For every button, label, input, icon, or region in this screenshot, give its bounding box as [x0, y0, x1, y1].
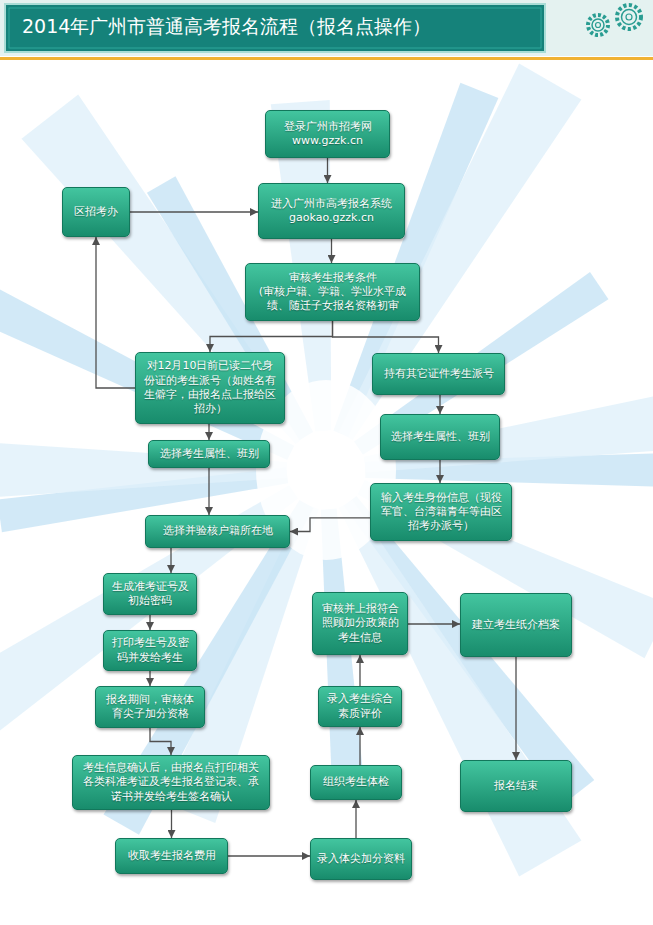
gear-icons — [588, 5, 641, 35]
flow-arrow — [149, 615, 150, 630]
process-box: 登录广州市招考网 www.gzzk.cn — [265, 110, 390, 158]
header-bar — [5, 4, 545, 52]
process-box: 对12月10日前已读二代身份证的考生派号（如姓名有生僻字，由报名点上报给区招办） — [135, 352, 285, 424]
flow-arrow — [208, 424, 209, 440]
gear-body — [592, 19, 604, 31]
box-text: 选择并验核户籍所在地 — [163, 524, 273, 538]
flow-arrow — [331, 239, 332, 263]
box-text: 区招考办 — [74, 205, 118, 219]
flow-arrow — [96, 237, 135, 388]
page-title: 2014年广州市普通高考报名流程（报名点操作） — [22, 13, 431, 39]
flow-arrow — [149, 671, 150, 686]
box-text: 打印考生号及密码并发给考生 — [110, 636, 190, 665]
flow-arrow — [333, 321, 439, 353]
header-rule — [0, 57, 653, 60]
flow-arrow — [439, 460, 440, 483]
process-box: 选择考生属性、班别 — [148, 440, 270, 468]
flow-arrow — [170, 548, 171, 573]
process-box: 选择考生属性、班别 — [380, 414, 500, 460]
box-text: 报名期间，审核体育尖子加分资格 — [102, 693, 198, 722]
ray-burst — [0, 64, 653, 877]
process-box: 区招考办 — [62, 187, 130, 237]
box-text: 收取考生报名费用 — [128, 849, 216, 863]
process-box: 录入考生综合素质评价 — [318, 686, 402, 727]
flow-arrow — [408, 623, 460, 624]
process-box: 报名结束 — [460, 760, 572, 812]
process-box: 输入考生身份信息（现役军官、台湾籍青年等由区招考办派号） — [370, 483, 512, 541]
flow-arrow — [208, 468, 209, 515]
box-text: 生成准考证号及初始密码 — [110, 580, 190, 609]
box-text: 进入广州市高考报名系统 gaokao.gzzk.cn — [265, 197, 398, 226]
flow-arrow — [515, 657, 516, 760]
box-text: 组织考生体检 — [323, 775, 389, 789]
flow-arrow — [150, 728, 171, 755]
flow-arrow — [210, 321, 333, 352]
gear-teeth — [617, 5, 641, 29]
gear-body — [622, 10, 637, 25]
flow-arrow — [355, 800, 356, 838]
gear-hub — [626, 14, 632, 20]
box-text: 录入考生综合素质评价 — [325, 692, 395, 721]
process-box: 审核并上报符合照顾加分政策的考生信息 — [312, 592, 408, 655]
ray — [0, 485, 298, 750]
box-text: 选择考生属性、班别 — [160, 447, 259, 461]
box-text: 考生信息确认后，由报名点打印相关各类科准考证及考生报名登记表、承诺书并发给考生签… — [79, 761, 263, 804]
flow-arrow — [359, 727, 360, 765]
process-box: 打印考生号及密码并发给考生 — [103, 630, 197, 671]
process-box: 收取考生报名费用 — [115, 838, 228, 874]
process-box: 选择并验核户籍所在地 — [145, 515, 290, 548]
flow-arrow — [290, 518, 370, 532]
process-box: 生成准考证号及初始密码 — [103, 573, 197, 615]
flow-arrow — [130, 211, 258, 212]
gear-teeth — [588, 15, 608, 35]
box-text: 建立考生纸介档案 — [472, 618, 560, 632]
box-text: 持有其它证件考生派号 — [384, 367, 494, 381]
flow-arrow — [228, 855, 310, 856]
process-box: 组织考生体检 — [310, 765, 402, 800]
box-text: 对12月10日前已读二代身份证的考生派号（如姓名有生僻字，由报名点上报给区招办） — [142, 359, 278, 416]
process-box: 报名期间，审核体育尖子加分资格 — [95, 686, 205, 728]
flow-arrow — [171, 810, 172, 838]
box-text: 审核并上报符合照顾加分政策的考生信息 — [319, 602, 401, 645]
gear-hub — [596, 23, 601, 28]
process-box: 考生信息确认后，由报名点打印相关各类科准考证及考生报名登记表、承诺书并发给考生签… — [72, 755, 270, 810]
process-box: 持有其它证件考生派号 — [372, 353, 505, 395]
flow-arrow — [359, 655, 360, 686]
box-text: 输入考生身份信息（现役军官、台湾籍青年等由区招考办派号） — [377, 491, 505, 534]
flow-arrow — [439, 395, 440, 414]
process-box: 审核考生报考条件(审核户籍、学籍、学业水平成绩、随迁子女报名资格初审 — [245, 263, 420, 321]
box-text: 审核考生报考条件 — [289, 271, 377, 285]
process-box: 进入广州市高考报名系统 gaokao.gzzk.cn — [258, 183, 405, 239]
box-text: 报名结束 — [494, 779, 538, 793]
box-text: 选择考生属性、班别 — [391, 430, 490, 444]
box-text: (审核户籍、学籍、学业水平成绩、随迁子女报名资格初审 — [252, 285, 413, 314]
header-band — [0, 0, 653, 56]
flow-arrow — [327, 158, 328, 183]
process-box: 建立考生纸介档案 — [460, 593, 572, 657]
header-rim — [9, 8, 541, 48]
box-text: 录入体尖加分资料 — [317, 852, 405, 866]
ray — [0, 440, 287, 499]
process-box: 录入体尖加分资料 — [310, 838, 412, 880]
box-text: 登录广州市招考网 www.gzzk.cn — [272, 120, 383, 149]
ray — [364, 389, 653, 472]
